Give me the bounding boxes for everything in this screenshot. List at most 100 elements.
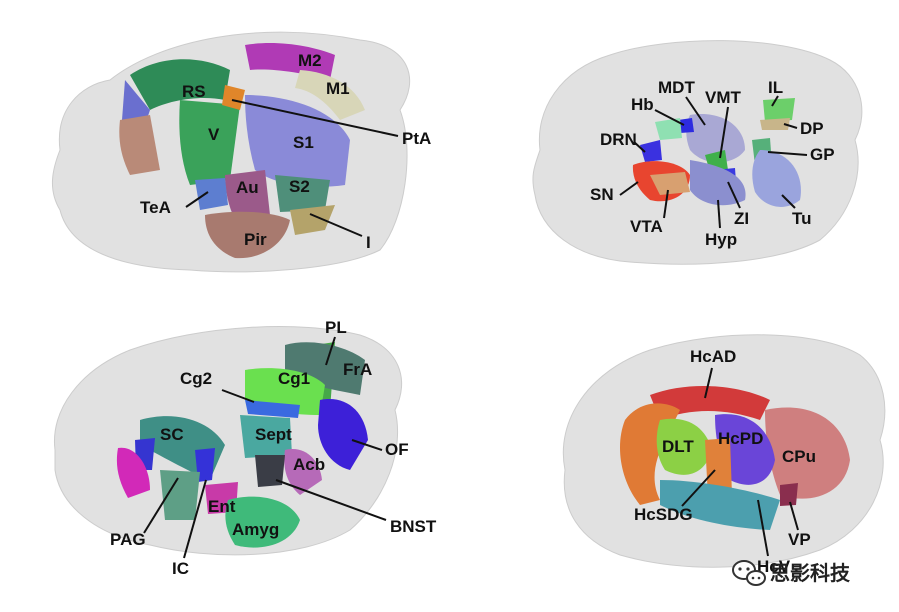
label-mdt: MDT (658, 78, 695, 97)
leader-gp (767, 151, 808, 156)
label-cg2: Cg2 (180, 369, 212, 388)
region-s2 (275, 175, 330, 212)
region-sept (240, 415, 292, 458)
leader-hcad (704, 367, 713, 399)
label-v: V (208, 125, 220, 144)
label-hcpd: HcPD (718, 429, 763, 448)
region-pag (116, 447, 150, 498)
leader-ic (183, 479, 207, 559)
leader-vmt (719, 106, 729, 159)
label-cg1: Cg1 (278, 369, 310, 388)
leader-cg2 (221, 389, 255, 403)
label-pag: PAG (110, 530, 146, 549)
panel-hippocampal-striatal: HcAD DLT HcPD CPu HcSDG VP HcV (562, 334, 886, 576)
region-cg2 (245, 400, 300, 418)
label-of: OF (385, 440, 409, 459)
region-thal-teal (160, 470, 200, 520)
label-zi: ZI (734, 209, 749, 228)
label-m1: M1 (326, 79, 350, 98)
label-pta: PtA (402, 129, 431, 148)
label-hyp: Hyp (705, 230, 737, 249)
leader-tu (781, 194, 796, 209)
label-s1: S1 (293, 133, 314, 152)
leader-drn (633, 141, 646, 153)
region-il (763, 98, 795, 122)
leader-pag (143, 477, 179, 534)
label-acb: Acb (293, 455, 325, 474)
region-m1 (295, 70, 365, 120)
watermark: 思影科技 (732, 560, 851, 586)
region-rear-tan (119, 115, 160, 175)
label-ent: Ent (208, 497, 236, 516)
region-of (318, 399, 368, 470)
region-dp (760, 118, 790, 130)
region-vta (650, 172, 690, 195)
label-m2: M2 (298, 51, 322, 70)
region-v (179, 100, 240, 185)
region-au (225, 170, 270, 220)
region-hb (678, 118, 694, 133)
leader-hyp (717, 199, 721, 229)
region-hcad (650, 385, 770, 420)
label-hcad: HcAD (690, 347, 736, 366)
label-sn: SN (590, 185, 614, 204)
label-amyg: Amyg (232, 520, 279, 539)
label-sept: Sept (255, 425, 292, 444)
region-pir (205, 211, 290, 259)
region-mdt (686, 114, 745, 163)
region-hyp (690, 160, 746, 206)
watermark-text: 思影科技 (770, 561, 851, 585)
leader-vta (663, 189, 669, 219)
label-hcv: HcV (757, 557, 791, 576)
leader-pl (325, 336, 336, 366)
label-vta: VTA (630, 217, 663, 236)
label-i: I (366, 233, 371, 252)
panel-subcortex: IL MDT VMT Hb DP DRN GP SN VTA ZI Tu Hyp (532, 40, 863, 265)
leader-sn (619, 181, 639, 196)
leader-mdt (685, 96, 706, 126)
region-m2 (245, 43, 335, 80)
label-vmt: VMT (705, 88, 742, 107)
region-hcsdg (705, 438, 732, 498)
label-pl: PL (325, 318, 347, 337)
region-pta (222, 85, 245, 110)
label-pir: Pir (244, 230, 267, 249)
leader-il (771, 95, 779, 107)
region-tea (195, 178, 228, 210)
label-il: IL (768, 78, 783, 97)
label-tea: TeA (140, 198, 171, 217)
label-bnst: BNST (390, 517, 437, 536)
label-fra: FrA (343, 360, 372, 379)
region-s1 (245, 95, 350, 187)
label-drn: DRN (600, 130, 637, 149)
leader-tea (185, 191, 209, 208)
label-au: Au (236, 178, 259, 197)
label-sc: SC (160, 425, 184, 444)
region-acb (284, 449, 322, 495)
leader-of (351, 439, 383, 451)
leader-hcsdg (681, 469, 716, 507)
leader-pta (231, 99, 399, 137)
label-dlt: DLT (662, 437, 694, 456)
leader-dp (783, 123, 798, 129)
leader-vp (789, 501, 799, 531)
leader-zi (727, 181, 741, 209)
region-dlt (656, 418, 712, 475)
region-ic (195, 448, 215, 482)
leader-i (309, 213, 363, 237)
label-ic: IC (172, 559, 189, 578)
label-gp: GP (810, 145, 835, 164)
region-amyg (225, 496, 300, 548)
panel-frontal-midbrain: PL FrA Cg2 Cg1 SC Sept OF Acb BNST PAG E… (53, 318, 437, 578)
region-hcv (660, 480, 780, 530)
label-rs: RS (182, 82, 206, 101)
panel-cortex: M2 M1 RS PtA V S1 Au S2 TeA Pir I (51, 31, 431, 273)
region-hb-light (655, 118, 682, 140)
region-drn (640, 140, 662, 162)
leader-hcv (757, 499, 769, 557)
label-vp: VP (788, 530, 811, 549)
region-i (290, 205, 335, 235)
region-vp (780, 483, 798, 506)
wechat-icon (732, 560, 766, 586)
